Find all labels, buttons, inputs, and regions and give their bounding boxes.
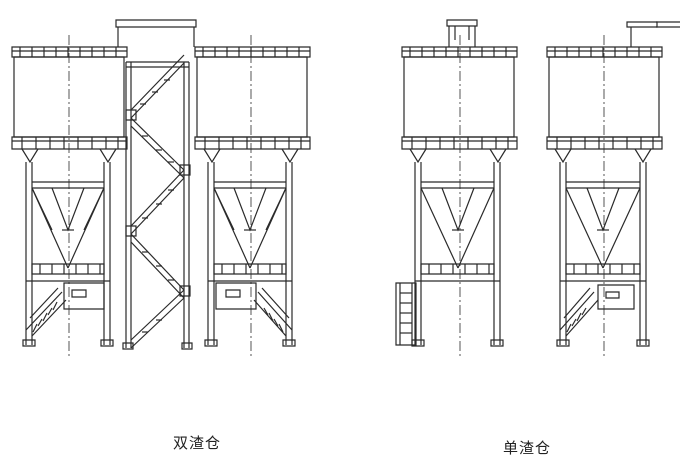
double-silo-right-tank: [195, 47, 310, 346]
caption-double-silo: 双渣仓: [173, 434, 222, 452]
caption-single-silo: 单渣仓: [503, 439, 552, 457]
centerlines: [69, 35, 604, 358]
single-silo-b: [547, 22, 680, 346]
single-silo-a: [396, 20, 517, 346]
double-silo-stair-tower: [116, 20, 196, 349]
double-silo-left-tank: [12, 47, 127, 346]
